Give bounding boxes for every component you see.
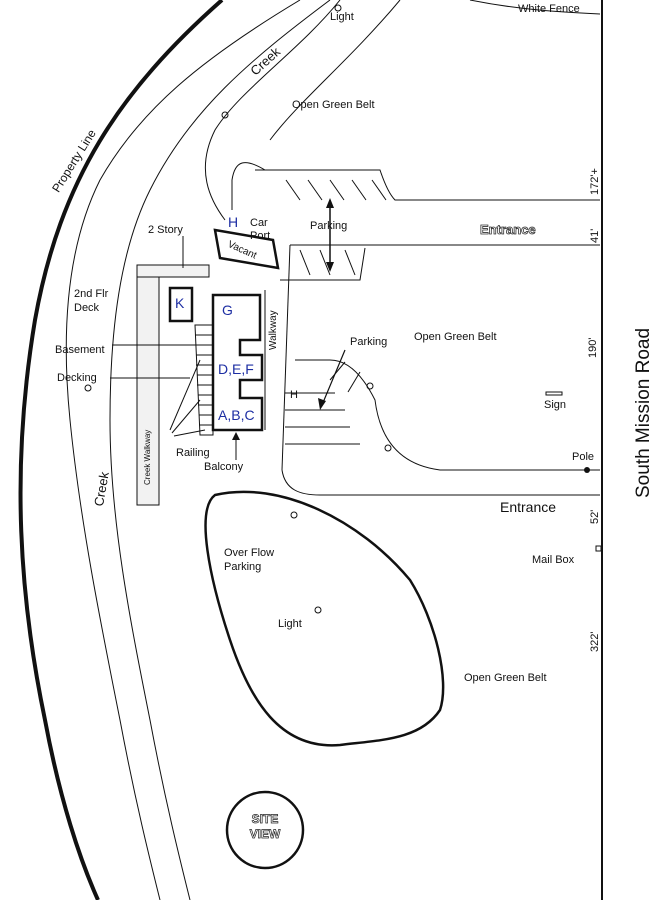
label-basement: Basement	[55, 344, 105, 356]
overflow-parking	[204, 490, 445, 747]
label-two-story: 2 Story	[148, 224, 183, 236]
label-g: G	[222, 302, 233, 318]
label-open-green-belt-bottom: Open Green Belt	[464, 672, 547, 684]
label-pole: Pole	[572, 451, 595, 463]
entrance-drive-top	[280, 244, 600, 281]
label-walkway: Walkway	[268, 310, 279, 350]
label-entrance-bottom: Entrance	[500, 499, 557, 515]
label-dim-190: 190'	[587, 337, 599, 358]
label-railing: Railing	[176, 447, 210, 459]
label-dim-52: 52'	[589, 509, 601, 524]
label-car-port: Car Port	[250, 217, 271, 242]
label-over-flow-parking: Over Flow Parking	[224, 547, 275, 574]
lower-parking-outline	[295, 359, 600, 471]
creek-inner-bank	[109, 0, 331, 900]
label-light-top: Light	[330, 11, 354, 23]
label-dim-172: 172'+	[589, 168, 601, 195]
site-view-circle	[225, 790, 305, 870]
label-open-green-belt-top: Open Green Belt	[292, 99, 375, 111]
label-abc: A,B,C	[218, 407, 255, 423]
label-balcony: Balcony	[204, 461, 244, 473]
creek-outer-bank	[65, 0, 301, 900]
pole-marker	[584, 467, 590, 473]
sign-marker	[545, 391, 563, 396]
label-dim-322: 322'	[589, 631, 601, 652]
label-dim-41: 41'	[589, 228, 601, 243]
label-site-view: SITE VIEW	[249, 812, 281, 842]
green-belt-top-border	[469, 0, 601, 15]
label-mail-box: Mail Box	[532, 554, 575, 566]
building-g-def-abc	[211, 293, 264, 432]
label-sign: Sign	[544, 399, 567, 411]
carport	[213, 228, 280, 270]
label-h-carport: H	[228, 214, 239, 230]
label-parking-top: Parking	[310, 220, 348, 232]
label-parking-mid: Parking	[350, 336, 388, 348]
label-road-name: South Mission Road	[633, 327, 654, 498]
label-2nd-flr-deck: 2nd Flr Deck	[74, 288, 109, 314]
second-floor-deck	[136, 264, 210, 278]
label-decking: Decking	[57, 372, 97, 384]
upper-parking-outline	[231, 162, 600, 210]
stairs	[194, 324, 214, 436]
upper-drive-edge-inner	[269, 0, 401, 141]
label-creek-walkway: Creek Walkway	[143, 429, 152, 485]
building-k	[168, 286, 194, 323]
mailbox-marker	[595, 545, 602, 552]
label-entrance-top: Entrance	[480, 222, 536, 237]
label-h-parking: H	[290, 389, 298, 401]
label-light-mid: Light	[278, 618, 302, 630]
label-open-green-belt-mid: Open Green Belt	[414, 331, 497, 343]
label-def: D,E,F	[218, 361, 254, 377]
upper-drive-edge	[204, 0, 341, 221]
label-k: K	[175, 295, 185, 311]
property-line	[18, 0, 224, 900]
label-white-fence: White Fence	[518, 3, 580, 15]
